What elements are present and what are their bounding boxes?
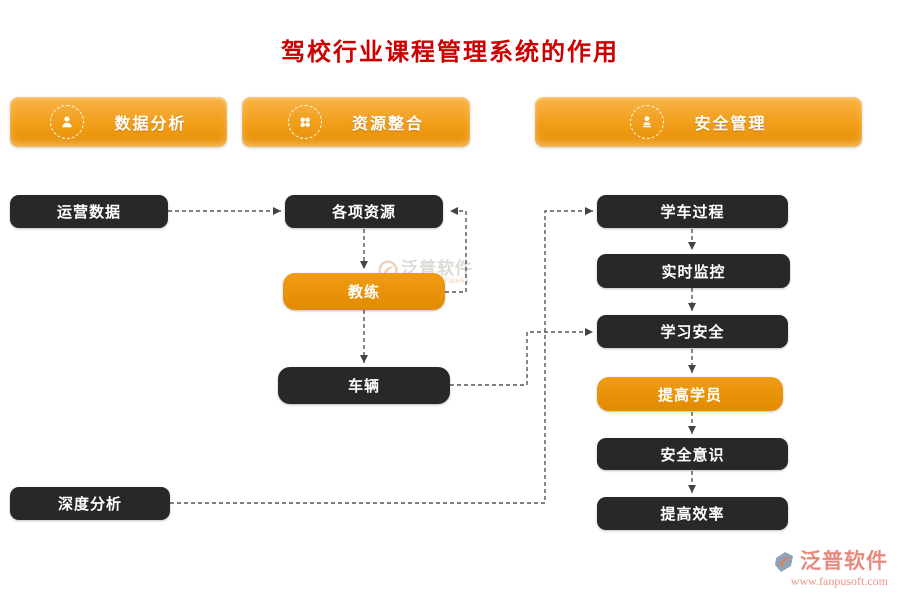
page-title: 驾校行业课程管理系统的作用 [281,40,619,66]
node-operating-data: 运营数据 [10,195,168,228]
watermark-name: 泛普软件 [401,259,473,278]
node-safety-awareness: 安全意识 [597,438,788,470]
node-resources: 各项资源 [285,195,443,228]
node-improve-efficiency: 提高效率 [597,497,788,530]
node-improve-students: 提高学员 [597,377,783,411]
node-learning-process: 学车过程 [597,195,788,228]
header-button-label: 数据分析 [114,116,187,133]
fanpu-logo: 泛普软件 www.fanpusoft.com [772,550,888,588]
person-badge-icon [630,105,665,139]
node-realtime-monitoring: 实时监控 [597,254,790,288]
fanpu-logo-icon [775,551,793,572]
user-icon [50,105,85,139]
node-learning-safety: 学习安全 [597,315,788,348]
node-deep-analysis: 深度分析 [10,487,170,520]
fanpu-logo-url: www.fanpusoft.com [790,573,888,588]
header-button-resource-integration: 资源整合 [242,97,470,147]
node-coach: 教练 [283,273,445,310]
header-button-label: 安全管理 [694,116,767,133]
fanpu-logo-name: 泛普软件 [800,550,888,574]
header-button-data-analysis: 数据分析 [10,97,227,147]
header-button-safety-management: 安全管理 [535,97,862,147]
node-vehicle: 车辆 [278,367,450,404]
modules-icon [287,105,322,139]
header-button-label: 资源整合 [351,116,424,133]
